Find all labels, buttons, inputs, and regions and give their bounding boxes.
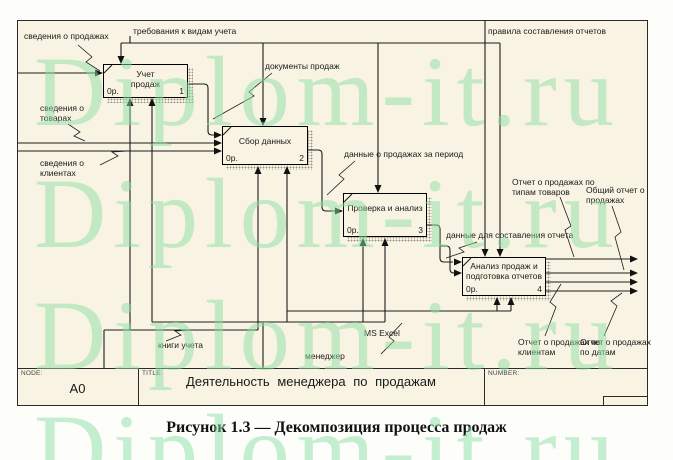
activity-box-2-data-collection: Сбор данных 0р. 2 [222,126,308,165]
label-period-sales-data: данные о продажах за период [344,149,464,159]
label-general-sales-report: Общий отчет о продажах [586,185,645,206]
label-clients-info: сведения о клиентах [40,158,85,179]
title-bar-page-cell [603,396,648,406]
label-manager: менеджер [305,351,345,361]
label-report-compilation-data: данные для составления отчета [446,230,574,240]
activity-box-3-check-analysis: Проверка и анализ 0р. 3 [343,193,427,237]
label-account-books: книги учета [158,340,204,350]
figure-caption: Рисунок 1.3 — Декомпозиция процесса прод… [166,419,507,436]
label-report-by-dates: Отчет о продажах по датам [580,337,651,358]
arrowheads [95,56,638,305]
number-label: NUMBER: [488,370,520,377]
box-number: 4 [537,284,542,294]
connector-lines [17,21,630,368]
leader-lines [67,44,625,355]
label-ms-excel: MS Excel [364,328,400,338]
node-value: A0 [69,381,86,396]
box-cost: 0р. [107,86,119,96]
box-title: Проверка и анализ [347,203,423,213]
box-number: 2 [299,153,304,163]
box-number: 3 [418,225,423,235]
activity-box-1-sales-accounting: Учет продаж 0р. 1 [103,64,188,98]
node-label: NODE: [21,370,43,377]
title-label: TITLE: [142,370,163,377]
box-title: Сбор данных [238,136,292,146]
box-title: Учет продаж [130,69,161,90]
box-cost: 0р. [226,153,238,163]
label-report-by-clients: Отчет о продажах по клиентам [518,337,601,358]
label-report-rules: правила составления отчетов [488,26,606,36]
title-bar-divider [137,369,139,405]
title-bar [17,368,648,406]
label-sales-info: сведения о продажах [24,31,109,41]
label-accounting-requirements: требования к видам учета [133,26,237,36]
activity-box-4-sales-analysis-reports: Анализ продаж и подготовка отчетов 0р. 4 [462,257,546,296]
box-cost: 0р. [347,225,359,235]
box-cost: 0р. [466,284,478,294]
label-goods-info: сведения о товарах [40,103,85,124]
title-bar-divider [483,369,485,405]
box-title: Анализ продаж и подготовка отчетов [466,261,542,282]
box-number: 1 [179,86,184,96]
label-sales-documents: документы продаж [265,61,340,71]
label-report-by-product-type: Отчет о продажах по типам товаров [512,177,595,198]
diagram-title: Деятельность менеджера по продажам [186,374,436,389]
